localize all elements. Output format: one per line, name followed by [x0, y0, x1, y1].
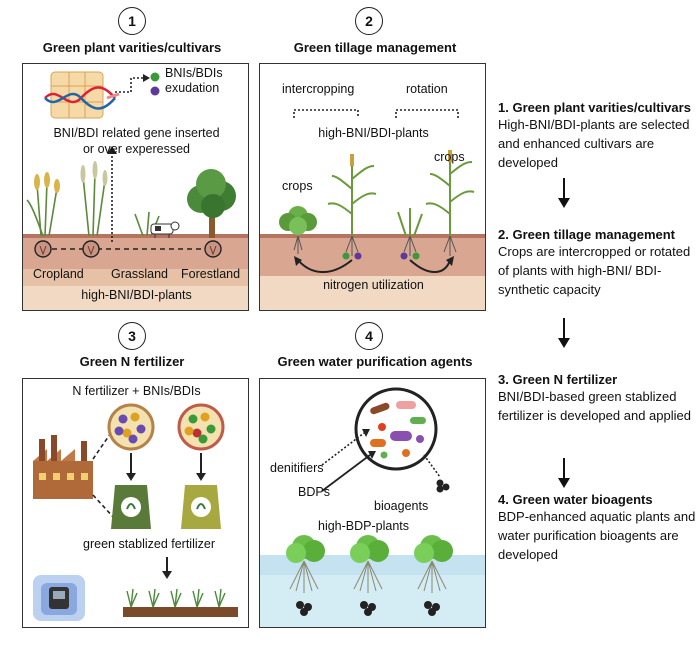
- legend-bni-label: BNIs/BDIs: [165, 66, 223, 80]
- rotation-label: rotation: [406, 82, 448, 96]
- panel-3-title: Green N fertilizer: [79, 354, 185, 369]
- high-bdp-label: high-BDP-plants: [318, 519, 410, 533]
- grassland-label: Grassland: [111, 267, 168, 281]
- cropland-label: Cropland: [33, 267, 84, 281]
- panel-4-number: 4: [355, 322, 383, 350]
- panel-2: intercropping rotation high-BNI/BDI-plan…: [259, 63, 486, 311]
- side-step-4-body: BDP-enhanced aquatic plants and water pu…: [498, 509, 696, 562]
- fertilizer-bottom-label: green stablized fertilizer: [83, 537, 216, 551]
- legend-exudation-label: exudation: [165, 81, 220, 95]
- side-step-4: 4. Green water bioagents BDP-enhanced aq…: [498, 492, 698, 564]
- panel-3-illustration: [33, 403, 238, 621]
- side-step-3-body: BNI/BDI-based green stablized fertilizer…: [498, 389, 691, 423]
- panel-2-illustration: [260, 109, 485, 310]
- gene-text-line2: or over experessed: [82, 142, 190, 156]
- panel-1-title: Green plant varities/cultivars: [42, 40, 222, 55]
- panel-3: N fertilizer + BNIs/BDIs green stablized…: [22, 378, 249, 628]
- nitrogen-label: nitrogen utilization: [323, 278, 424, 292]
- side-step-1-body: High-BNI/BDI-plants are selected and enh…: [498, 117, 690, 170]
- panel-1: BNIs/BDIs exudation BNI/BDI related gene…: [22, 63, 249, 311]
- bioagents-label: bioagents: [374, 499, 429, 513]
- side-step-2-body: Crops are intercropped or rotated of pla…: [498, 244, 691, 297]
- side-arrow-3-head: [558, 478, 570, 488]
- panel-1-illustration: [23, 71, 248, 310]
- side-arrow-1: [563, 178, 565, 200]
- side-step-3: 3. Green N fertilizer BNI/BDI-based gree…: [498, 372, 698, 425]
- side-arrow-3: [563, 458, 565, 480]
- panel-2-number: 2: [355, 7, 383, 35]
- intercropping-label: intercropping: [282, 82, 355, 96]
- crops-left-label: crops: [282, 179, 313, 193]
- side-step-2: 2. Green tillage management Crops are in…: [498, 227, 698, 299]
- bdps-label: BDPs: [298, 485, 330, 499]
- side-step-4-heading: 4. Green water bioagents: [498, 492, 653, 507]
- denitrifiers-label: denitifiers: [270, 461, 324, 475]
- panel-3-number: 3: [118, 322, 146, 350]
- side-arrow-1-head: [558, 198, 570, 208]
- forestland-label: Forestland: [181, 267, 241, 281]
- side-step-2-heading: 2. Green tillage management: [498, 227, 676, 242]
- fertilizer-top-label: N fertilizer + BNIs/BDIs: [72, 384, 201, 398]
- panel-4-title: Green water purification agents: [277, 354, 473, 369]
- side-step-3-heading: 3. Green N fertilizer: [498, 372, 618, 387]
- panel-4: denitifiers BDPs bioagents high-BDP-plan…: [259, 378, 486, 628]
- soil-plants-label: high-BNI/BDI-plants: [81, 288, 192, 302]
- high-plants-label: high-BNI/BDI-plants: [318, 126, 429, 140]
- side-arrow-2-head: [558, 338, 570, 348]
- side-arrow-2: [563, 318, 565, 340]
- panel-1-number: 1: [118, 7, 146, 35]
- gene-text-line1: BNI/BDI related gene inserted: [53, 126, 220, 140]
- crops-right-label: crops: [434, 150, 465, 164]
- panel-2-title: Green tillage management: [293, 40, 457, 55]
- panel-4-illustration: [260, 387, 485, 627]
- side-step-1-heading: 1. Green plant varities/cultivars: [498, 100, 691, 115]
- side-step-1: 1. Green plant varities/cultivars High-B…: [498, 100, 698, 172]
